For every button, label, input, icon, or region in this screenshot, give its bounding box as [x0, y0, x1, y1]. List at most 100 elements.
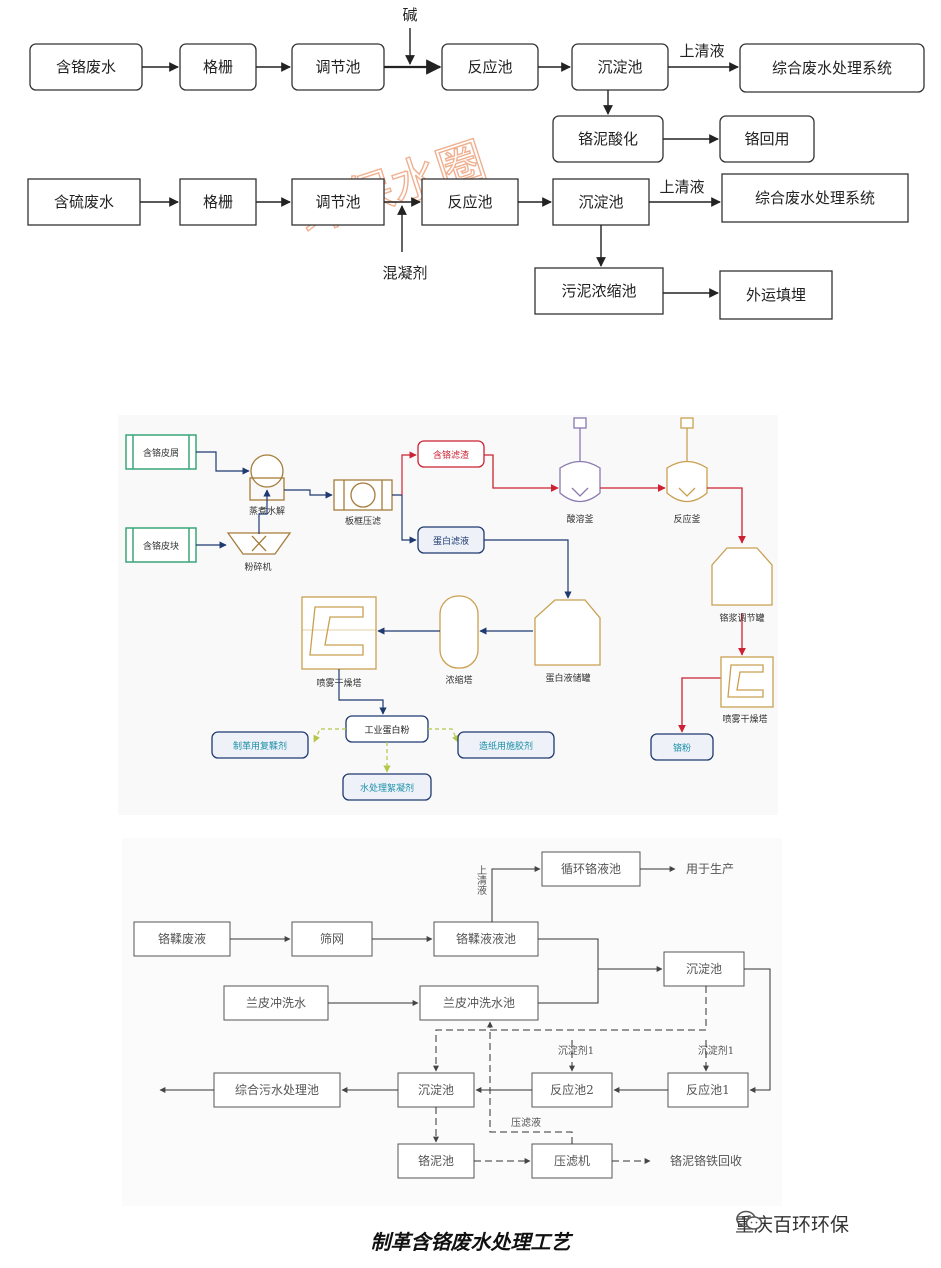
box-press: [531, 1143, 613, 1179]
wechat-icon: [736, 1210, 763, 1230]
hydrolysis-vessel: [250, 454, 284, 488]
label-filtrate: 压滤液: [511, 1116, 541, 1129]
label-leather-agent: 制革用复鞣剂: [233, 740, 287, 752]
label-screen-3: 筛网: [320, 931, 344, 946]
label-coagulant: 混凝剂: [382, 264, 427, 282]
label-supernatant-1: 上清液: [679, 42, 724, 60]
protein-tank-shape: [534, 599, 601, 666]
box-chrome-reuse: [719, 115, 815, 163]
spray-dryer-1-shape: [301, 596, 377, 670]
label-screen-1: 格栅: [203, 58, 233, 76]
label-chrome-filtrate: 含铬滤渣: [433, 449, 469, 461]
box-paper-agent: [457, 731, 555, 759]
label-sedimentation-3: 沉淀池: [686, 962, 722, 976]
label-reactor: 反应釜: [673, 513, 700, 525]
flow-to-protein-powder: [338, 669, 387, 715]
label-reaction-tank-1: 反应池: [467, 58, 512, 76]
label-press: 压滤机: [554, 1154, 590, 1168]
concentrator-shape: [439, 595, 479, 669]
flow-3f: [538, 938, 663, 972]
label-sedimentation-tank-2: 沉淀池: [578, 193, 623, 211]
box-sedimentation-tank-2: [552, 178, 650, 226]
brand-name: 重庆百环环保: [735, 1214, 850, 1236]
label-base: 碱: [402, 6, 417, 24]
box-sedimentation-3: [663, 951, 745, 987]
label-rinse-water: 兰皮冲洗水: [246, 995, 306, 1010]
brand: 重庆百环环保: [735, 1210, 849, 1237]
diagram-1: 环保水圈 含铬废水 格栅 调节池 反应池 沉淀池 综合废水处理系统 铬泥酸化 铬…: [27, 6, 925, 320]
box-chrome-powder: [650, 733, 714, 761]
box-blocks: [125, 527, 197, 563]
box-comprehensive-system-2: [721, 173, 909, 223]
label-water-agent: 水处理絮凝剂: [360, 782, 414, 794]
label-supernatant-3: 上清液: [475, 865, 487, 896]
box-screen-2: [179, 178, 257, 226]
flow-to-chrome-tank: [707, 487, 746, 544]
box-regulating-tank-2: [291, 178, 385, 226]
box-tan-tank: [433, 921, 539, 957]
label-comprehensive-system-1: 综合废水处理系统: [772, 59, 892, 77]
label-blocks: 含铬皮块: [143, 540, 179, 552]
label-settle-tank: 沉淀池: [418, 1083, 454, 1097]
label-protein-tank: 蛋白液储罐: [545, 672, 590, 684]
label-acid-tank: 酸溶釜: [566, 513, 593, 525]
label-chrome-powder: 铬粉: [673, 742, 691, 754]
box-rinse-water: [223, 985, 329, 1021]
label-crusher: 粉碎机: [244, 561, 271, 573]
flow-to-protein-tank: [484, 539, 572, 599]
box-rinse-tank: [419, 985, 539, 1021]
flow-protein: [392, 494, 417, 544]
label-reaction-tank-2: 反应池: [447, 193, 492, 211]
box-reaction-tank-2: [421, 178, 519, 226]
box-leather-agent: [211, 731, 309, 759]
flow-3s: [487, 1021, 573, 1144]
reactor-shape: [666, 460, 708, 503]
label-filter-press: 板框压滤: [345, 515, 381, 527]
box-reaction-1: [667, 1072, 749, 1108]
label-regulating-tank-1: 调节池: [315, 58, 360, 76]
flow-scraps: [196, 451, 250, 475]
flow-3h: [744, 968, 771, 1093]
label-chrome-tank: 铬浆调节罐: [719, 612, 764, 624]
label-sludge-tank: 铬泥池: [418, 1153, 454, 1168]
label-rinse-tank: 兰皮冲洗水池: [443, 995, 515, 1010]
label-concentrator: 浓缩塔: [445, 674, 472, 686]
diagram-3: 铬鞣废液 筛网 铬鞣液液池 兰皮冲洗水 兰皮冲洗水池 循环铬液池 用于生产 沉淀…: [122, 838, 782, 1206]
label-chrome-reuse: 铬回用: [744, 130, 789, 148]
label-sludge-thickener: 污泥浓缩池: [561, 282, 636, 300]
label-spray-dryer-2: 喷雾干燥塔: [722, 713, 767, 725]
label-sedimentation-tank-1: 沉淀池: [597, 58, 642, 76]
flow-3d: [491, 866, 541, 922]
label-supernatant-2: 上清液: [659, 178, 704, 196]
label-recovery: 铬泥铬铁回收: [670, 1153, 742, 1168]
label-landfill: 外运填埋: [746, 286, 806, 304]
label-sulfur-wastewater: 含硫废水: [54, 193, 114, 211]
label-treatment: 综合污水处理池: [235, 1082, 319, 1097]
box-chrome-liquor: [133, 921, 231, 957]
label-comprehensive-system-2: 综合废水处理系统: [755, 189, 875, 207]
flow-crusher: [258, 489, 271, 534]
box-landfill: [719, 270, 833, 320]
flow-chrome-filtrate: [401, 451, 417, 495]
label-precip-1: 沉淀剂1: [698, 1044, 734, 1057]
diagram-2: 含铬皮屑 含铬皮块 蒸煮水解 粉碎机 板框压滤 含铬滤渣 蛋: [118, 415, 778, 815]
label-paper-agent: 造纸用施胶剂: [479, 740, 533, 752]
box-reaction-2: [531, 1072, 613, 1108]
flow-to-leather-agent: [313, 728, 346, 743]
label-industrial-protein: 工业蛋白粉: [364, 724, 409, 736]
flow-hydrolysis: [284, 489, 333, 499]
label-reaction-1: 反应池1: [686, 1082, 730, 1097]
figure-caption: 制革含铬废水处理工艺: [370, 1230, 571, 1254]
label-production: 用于生产: [686, 862, 734, 876]
box-chrome-filtrate: [417, 440, 485, 468]
box-sludge-thickener: [534, 267, 664, 315]
flow-to-chrome-powder: [678, 677, 721, 733]
label-sludge-acidification: 铬泥酸化: [578, 130, 638, 148]
label-chrome-wastewater: 含铬废水: [56, 58, 116, 76]
flow-to-paper-agent: [428, 728, 459, 743]
chrome-tank-shape: [711, 547, 773, 606]
box-screen-3: [291, 921, 373, 957]
box-treatment: [213, 1072, 341, 1108]
flow-3m: [433, 986, 707, 1072]
